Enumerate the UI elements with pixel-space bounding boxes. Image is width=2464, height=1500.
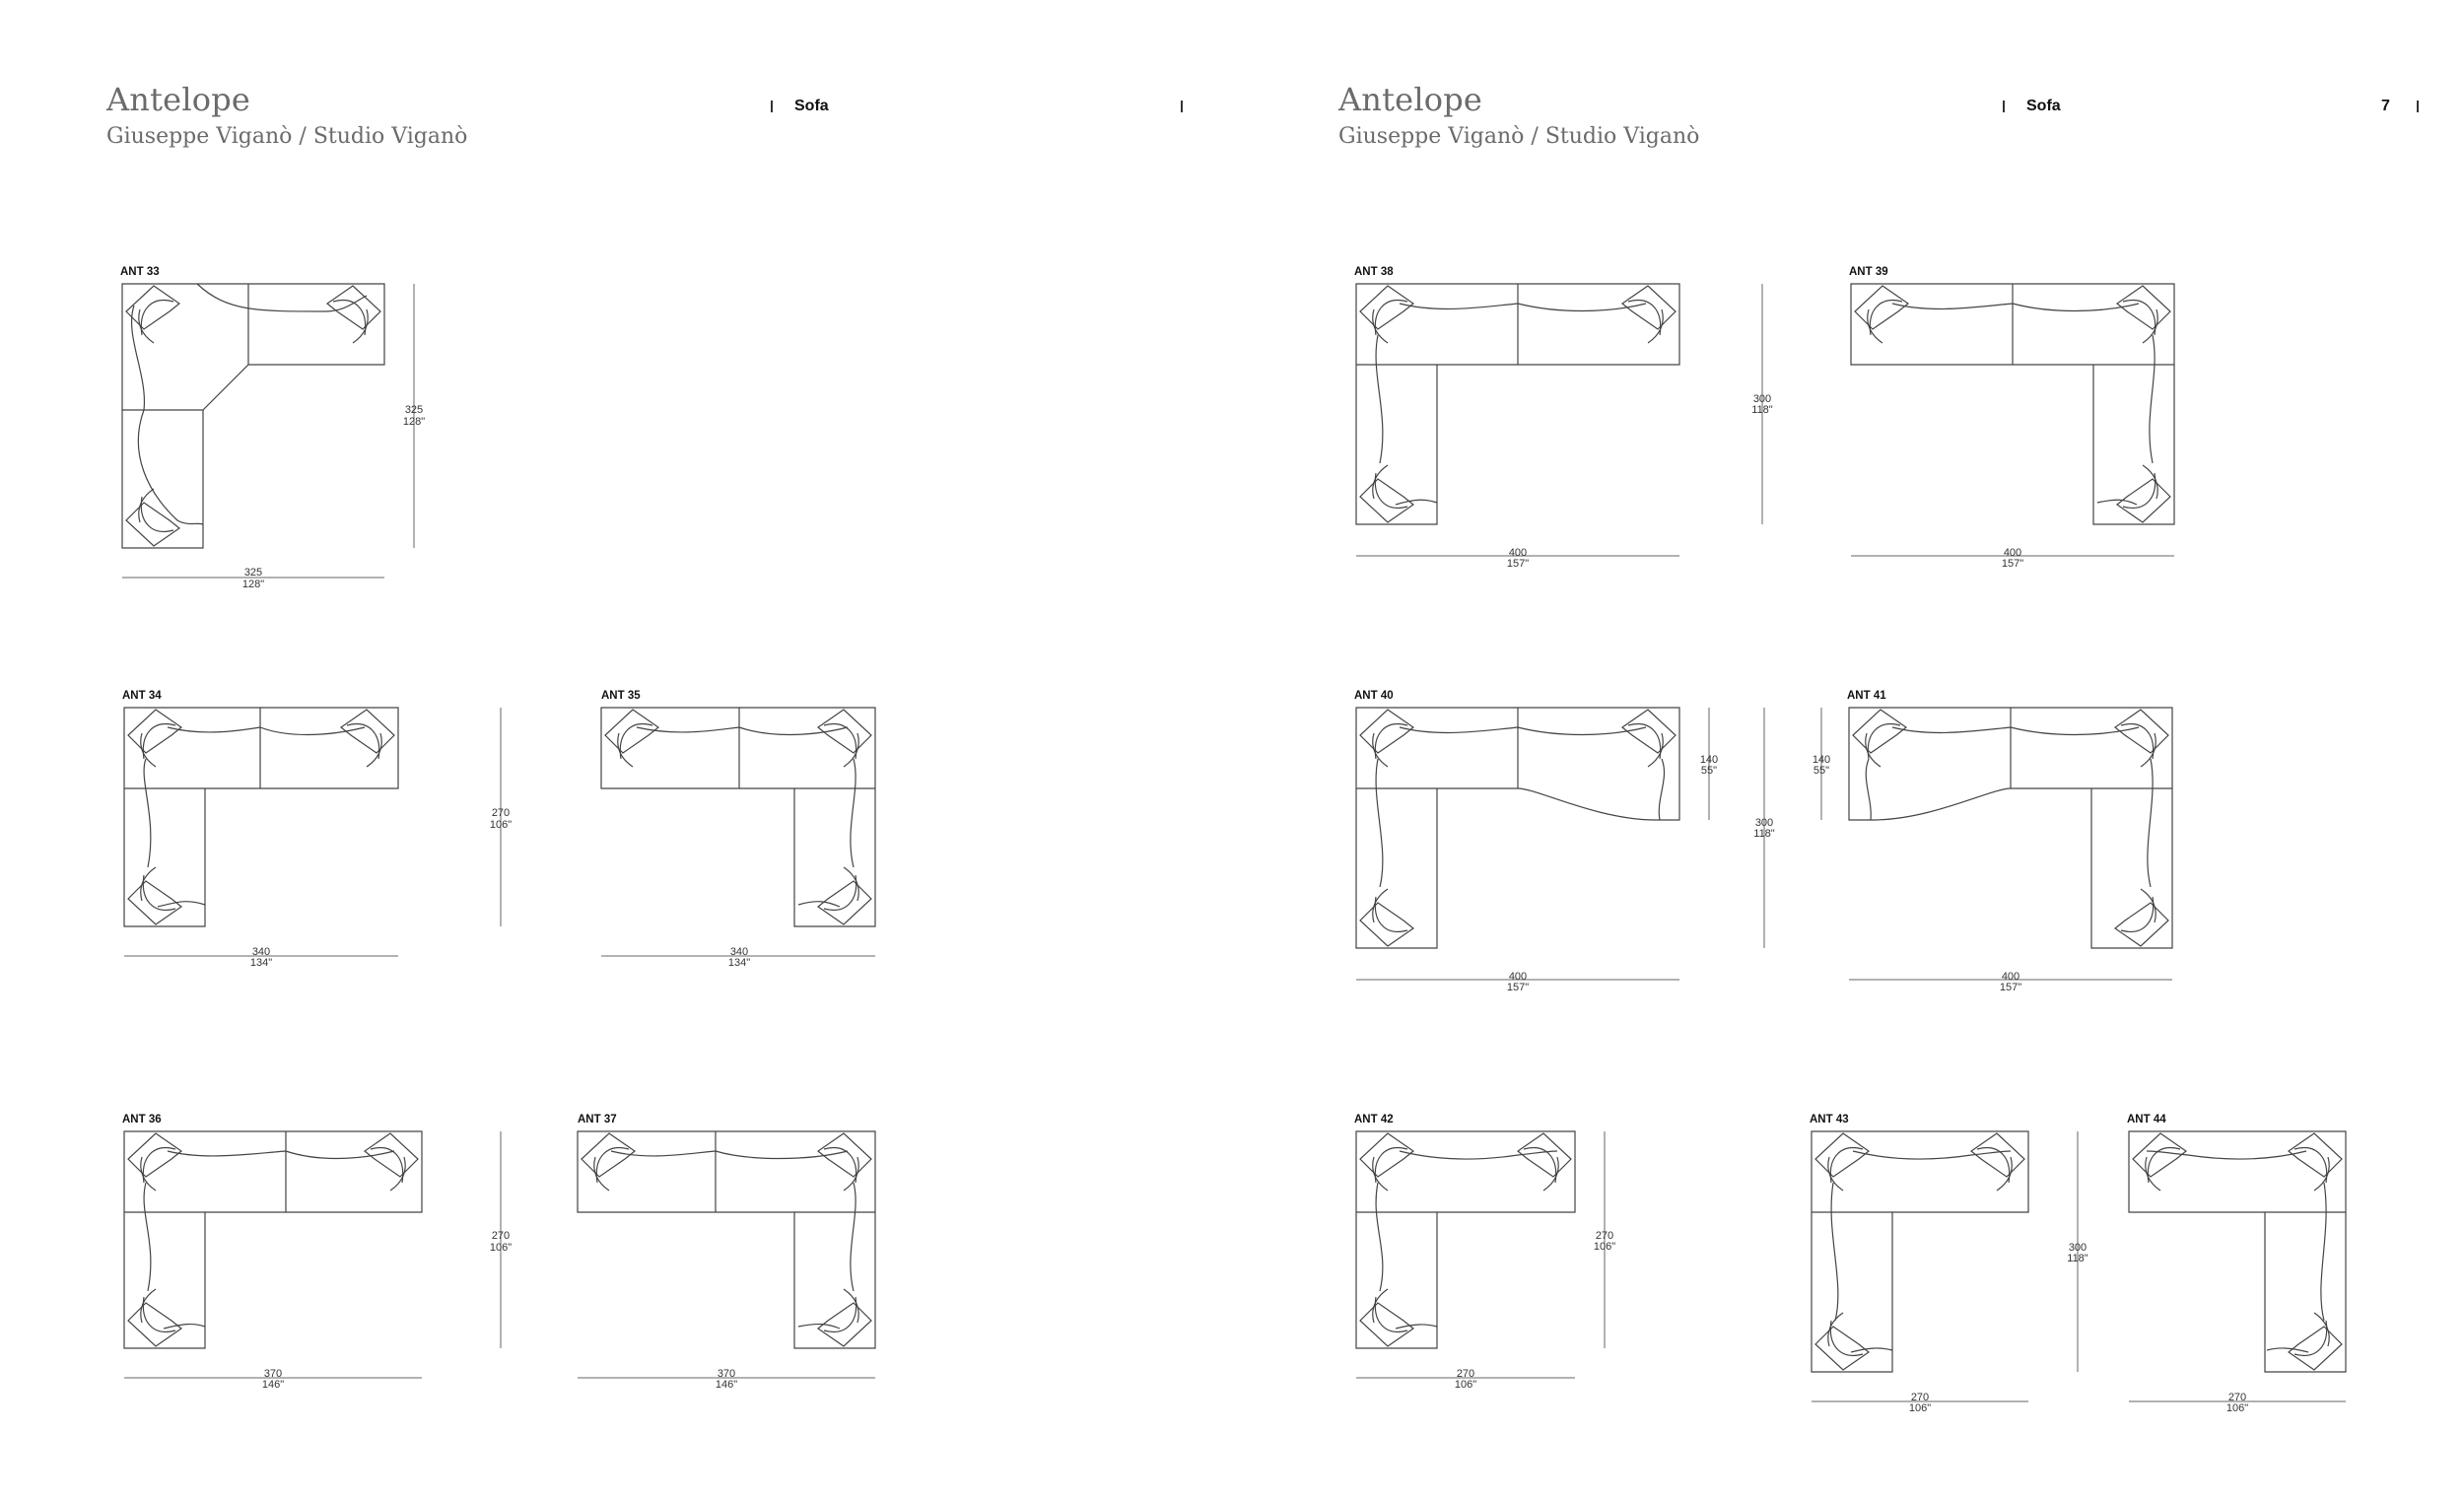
seat-in: 55" (1814, 765, 1829, 777)
model-code: ANT 37 (578, 1114, 617, 1125)
width-cm: 340 (730, 946, 748, 958)
width-cm: 325 (244, 567, 262, 579)
page-title: Antelope (106, 81, 251, 118)
catalog-page-left: Antelope Giuseppe Viganò / Studio Viganò… (106, 81, 1183, 149)
width-in: 134" (250, 957, 272, 969)
designer-name: Giuseppe Viganò / Studio Viganò (106, 124, 468, 149)
catalog-page-right: Antelope Giuseppe Viganò / Studio Viganò… (1232, 0, 2464, 1500)
depth-cm: 270 (492, 807, 510, 819)
width-cm: 400 (2004, 547, 2021, 559)
depth-cm: 270 (492, 1230, 510, 1242)
width-in: 146" (716, 1379, 737, 1391)
depth-in: 128" (403, 416, 425, 428)
model-code: ANT 36 (122, 1114, 162, 1125)
depth-cm: 300 (1755, 817, 1773, 829)
category-label: Sofa (2026, 98, 2061, 114)
designer-name: Giuseppe Viganò / Studio Viganò (1338, 124, 1700, 149)
header-divider (771, 101, 773, 112)
width-in: 106" (2226, 1402, 2248, 1414)
seat-cm: 140 (1813, 754, 1830, 766)
width-cm: 270 (2228, 1392, 2246, 1403)
model-code: ANT 41 (1847, 690, 1886, 702)
depth-cm: 325 (405, 404, 423, 416)
page-title: Antelope (1338, 81, 1483, 118)
width-cm: 370 (718, 1368, 735, 1380)
width-cm: 400 (1509, 547, 1527, 559)
depth-in: 118" (1751, 404, 1773, 416)
sofa-ant-42: ANT 42 270 106" 270 106" (1354, 1114, 1615, 1391)
width-cm: 370 (264, 1368, 282, 1380)
depth-in: 106" (1594, 1241, 1615, 1253)
model-code: ANT 43 (1810, 1114, 1849, 1125)
width-in: 157" (2002, 558, 2023, 570)
depth-in: 118" (1753, 828, 1775, 840)
width-in: 157" (1507, 558, 1529, 570)
header-divider (2417, 101, 2419, 112)
model-code: ANT 35 (601, 690, 641, 702)
depth-cm: 300 (2069, 1242, 2087, 1254)
width-in: 157" (2000, 982, 2021, 993)
width-cm: 270 (1457, 1368, 1474, 1380)
model-code: ANT 38 (1354, 266, 1394, 278)
sofa-ant-35: ANT 35 340 134" (600, 690, 876, 969)
depth-cm: 270 (1596, 1230, 1613, 1242)
seat-in: 55" (1701, 765, 1717, 777)
width-in: 106" (1909, 1402, 1931, 1414)
width-cm: 400 (1509, 971, 1527, 983)
sofa-ant-41: ANT 41 140 55" 400 157" (1813, 690, 2173, 993)
sofa-ant-43: ANT 43 300 118" 270 106" (1810, 1114, 2088, 1414)
header-divider (2003, 101, 2005, 112)
sofa-ant-37: ANT 37 370 146" (577, 1114, 876, 1391)
width-cm: 400 (2002, 971, 2019, 983)
page-number: 7 (2381, 98, 2390, 114)
width-in: 134" (728, 957, 750, 969)
sofa-ant-34: ANT 34 270 106" 340 134" (122, 690, 512, 969)
depth-in: 106" (490, 819, 512, 831)
category-label: Sofa (794, 98, 829, 114)
width-in: 157" (1507, 982, 1529, 993)
header-divider (1181, 101, 1183, 112)
model-code: ANT 42 (1354, 1114, 1394, 1125)
width-in: 128" (242, 579, 264, 590)
depth-in: 106" (490, 1242, 512, 1254)
width-cm: 340 (252, 946, 270, 958)
seat-cm: 140 (1700, 754, 1718, 766)
sofa-ant-38: ANT 38 300 118" 400 157" (1354, 266, 1773, 570)
depth-cm: 300 (1753, 393, 1771, 405)
width-in: 146" (262, 1379, 284, 1391)
sofa-ant-36: ANT 36 270 106" 370 146" (122, 1114, 512, 1391)
width-cm: 270 (1911, 1392, 1929, 1403)
sofa-ant-40: ANT 40 140 55" 300 118" 400 157" (1354, 690, 1775, 993)
model-code: ANT 44 (2127, 1114, 2166, 1125)
model-code: ANT 39 (1849, 266, 1888, 278)
model-code: ANT 33 (120, 266, 160, 278)
model-code: ANT 40 (1354, 690, 1394, 702)
sofa-ant-39: ANT 39 400 157" (1849, 266, 2175, 570)
model-code: ANT 34 (122, 690, 162, 702)
width-in: 106" (1455, 1379, 1476, 1391)
depth-in: 118" (2067, 1253, 2088, 1264)
sofa-ant-33: ANT 33 325 128" 325 128" (120, 266, 425, 590)
sofa-ant-44: ANT 44 270 106" (2127, 1114, 2347, 1414)
